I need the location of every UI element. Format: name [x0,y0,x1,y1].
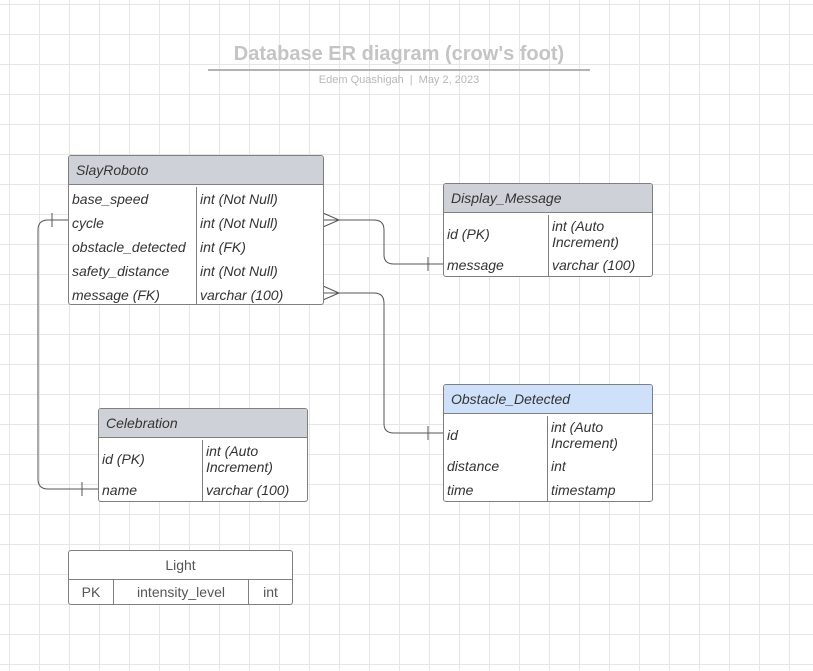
entity-row[interactable]: message varchar (100) [444,253,652,276]
field-type: int (FK) [200,239,246,255]
field-type: varchar (100) [200,287,284,303]
entity-slayroboto[interactable]: SlayRoboto base_speed int (Not Null) cyc… [68,155,324,305]
diagram-subtitle: Edem Quashigah | May 2, 2023 [208,74,590,87]
field-name: message [444,253,549,276]
field-name: id (PK) [99,440,203,478]
field-name: time [444,478,548,501]
entity-header: Obstacle_Detected [444,385,652,414]
entity-row[interactable]: id (PK) int (Auto Increment) [444,215,652,253]
relationship-cycle-to-celebration [37,219,98,490]
subtitle-separator: | [409,74,413,86]
field-type: int (Not Null) [200,191,278,207]
crowfoot-cycle [322,212,341,228]
diagram-date: May 2, 2023 [418,74,480,86]
field-name: id [444,416,548,454]
field-name: base_speed [69,187,197,211]
field-name: safety_distance [69,259,197,283]
entity-header: SlayRoboto [69,156,323,185]
entity-obstacle-detected[interactable]: Obstacle_Detected id int (Auto Increment… [443,384,653,502]
entity-display-message[interactable]: Display_Message id (PK) int (Auto Increm… [443,183,653,277]
crowfoot-message [322,285,341,301]
field-name: intensity_level [114,580,249,604]
field-type: int (Not Null) [200,263,278,279]
entity-row[interactable]: message (FK) varchar (100) [69,283,323,304]
entity-row[interactable]: safety_distance int (Not Null) [69,259,323,283]
field-name: name [99,478,203,501]
entity-row[interactable]: PK intensity_level int [69,580,292,604]
entity-row[interactable]: name varchar (100) [99,478,307,501]
entity-celebration[interactable]: Celebration id (PK) int (Auto Increment)… [98,408,308,502]
field-type: int (Not Null) [200,215,278,231]
field-name: id (PK) [444,215,549,253]
entity-row[interactable]: time timestamp [444,478,652,501]
field-type: int (Auto Increment) [552,218,619,250]
field-type: int [551,458,566,474]
field-type: timestamp [551,482,616,498]
entity-row[interactable]: base_speed int (Not Null) [69,187,323,211]
key-column: PK [69,580,114,604]
field-type: varchar (100) [552,257,636,273]
relationship-message-to-obstacle [323,292,443,434]
field-name: cycle [69,211,197,235]
entity-row[interactable]: id (PK) int (Auto Increment) [99,440,307,478]
author-name: Edem Quashigah [318,74,404,86]
entity-header: Display_Message [444,184,652,213]
field-type: int [263,584,278,600]
field-type: int (Auto Increment) [206,443,273,475]
entity-header: Celebration [99,409,307,438]
entity-light[interactable]: Light PK intensity_level int [68,550,293,605]
field-name: message (FK) [69,283,197,304]
entity-row[interactable]: obstacle_detected int (FK) [69,235,323,259]
field-name: obstacle_detected [69,235,197,259]
entity-row[interactable]: cycle int (Not Null) [69,211,323,235]
relationship-cycle-to-message [323,219,443,265]
field-name: distance [444,454,548,478]
entity-row[interactable]: id int (Auto Increment) [444,416,652,454]
diagram-title: Database ER diagram (crow's foot) [208,43,590,71]
field-type: varchar (100) [206,482,290,498]
field-type: int (Auto Increment) [551,419,618,451]
entity-header: Light [69,551,292,580]
entity-row[interactable]: distance int [444,454,652,478]
